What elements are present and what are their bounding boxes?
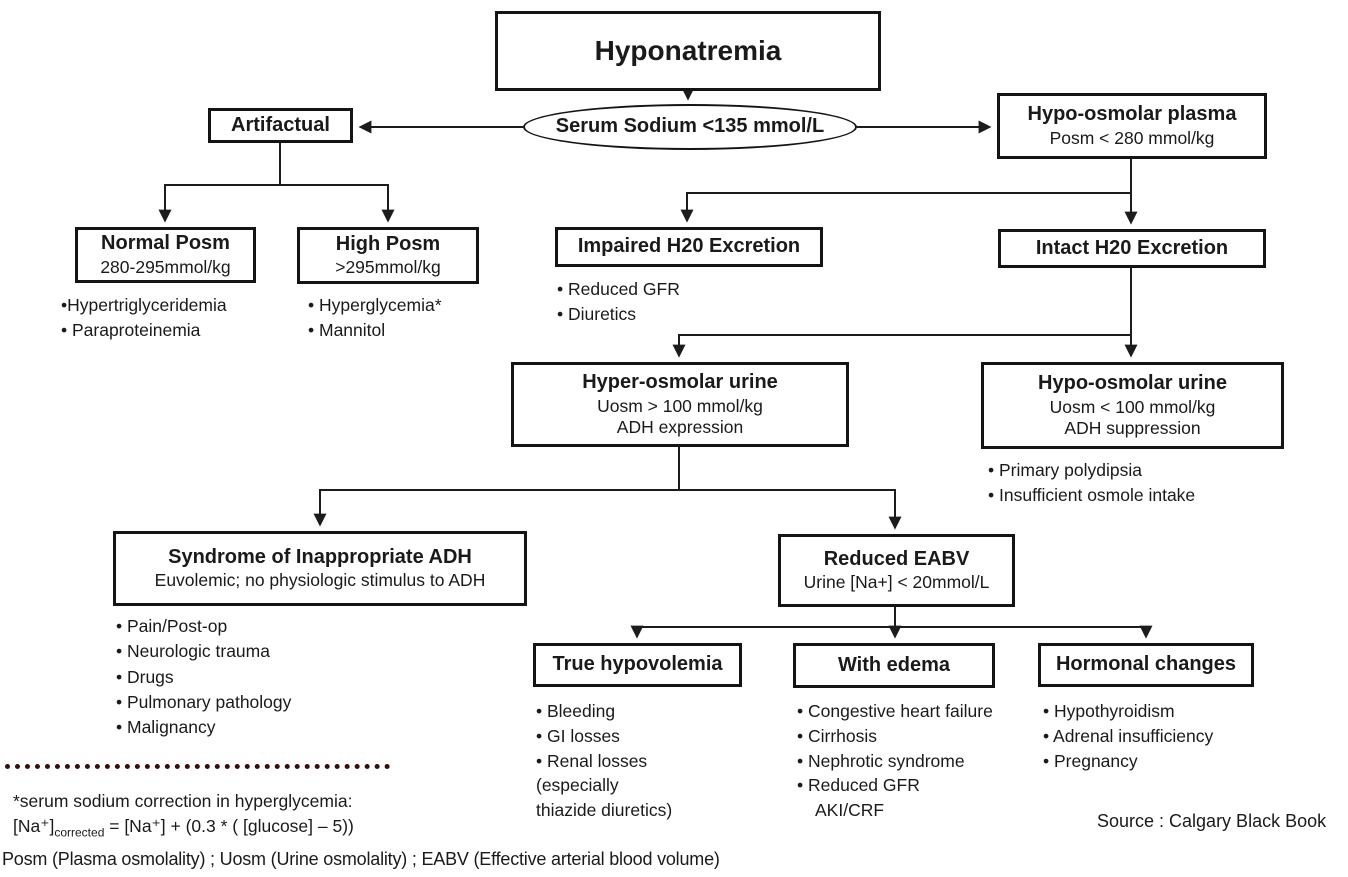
node-title: Intact H20 Excretion [1035,236,1229,259]
list-item: • Pregnancy [1043,750,1138,771]
node-title: Normal Posm [101,232,230,255]
node-siadh: Syndrome of Inappropriate ADH Euvolemic;… [113,531,527,606]
node-title: Impaired H20 Excretion [577,235,801,258]
dotted-divider [5,764,390,769]
decision-serum-sodium: Serum Sodium <135 mmol/L [523,104,857,150]
node-impaired-h2o-excretion: Impaired H20 Excretion [555,227,823,267]
node-subtitle: Uosm < 100 mmol/kg [1049,396,1216,417]
node-title: With edema [837,653,951,676]
formula-rest: = [Na⁺] + (0.3 * ( [glucose] – 5)) [104,816,354,836]
node-subtitle: ADH expression [616,417,744,438]
with-edema-causes-list: • Congestive heart failure • Cirrhosis •… [797,699,993,823]
node-title: Hyponatremia [594,35,782,67]
true-hypovolemia-causes-list: • Bleeding • GI losses • Renal losses (e… [536,699,672,823]
node-true-hypovolemia: True hypovolemia [533,643,742,687]
list-item: •Hypertriglyceridemia [61,295,227,315]
node-subtitle: Uosm > 100 mmol/kg [597,395,763,416]
footnote-line: *serum sodium correction in hyperglycemi… [13,791,353,811]
list-item: • Nephrotic syndrome [797,750,965,771]
node-subtitle: Urine [Na+] < 20mmol/L [803,572,990,593]
formula-base: [Na⁺] [13,816,55,836]
node-hypo-osmolar-urine: Hypo-osmolar urine Uosm < 100 mmol/kg AD… [981,362,1284,449]
list-item: • Mannitol [308,320,386,340]
list-item: • Reduced GFR [797,775,920,796]
node-title: Hypo-osmolar plasma [1027,103,1237,126]
list-item: • Cirrhosis [797,725,878,746]
node-subtitle: 280-295mmol/kg [100,256,231,277]
decision-label: Serum Sodium <135 mmol/L [555,115,825,138]
node-intact-h2o-excretion: Intact H20 Excretion [998,229,1266,268]
node-title: Hypo-osmolar urine [1038,372,1227,395]
list-item: thiazide diuretics) [536,800,673,821]
hormonal-changes-causes-list: • Hypothyroidism • Adrenal insufficiency… [1043,699,1213,773]
list-item: AKI/CRF [815,800,885,821]
list-item: • Primary polydipsia [988,460,1142,480]
list-item: • Adrenal insufficiency [1043,725,1214,746]
list-item: • Pain/Post-op [116,616,228,636]
node-hormonal-changes: Hormonal changes [1038,643,1254,687]
source-credit: Source : Calgary Black Book [1097,811,1327,831]
list-item: • Diuretics [557,303,637,324]
list-item: (especially [536,775,619,796]
node-title: Artifactual [231,113,330,136]
list-item: • Paraproteinemia [61,320,201,340]
node-hyper-osmolar-urine: Hyper-osmolar urine Uosm > 100 mmol/kg A… [511,362,849,447]
list-item: • Hypothyroidism [1043,701,1175,721]
list-item: • Reduced GFR [557,279,680,299]
normal-posm-causes-list: •Hypertriglyceridemia • Paraproteinemia [61,293,227,343]
formula-subscript: corrected [54,825,105,840]
node-title: True hypovolemia [552,653,723,676]
list-item: • Drugs [116,666,174,687]
list-item: • Congestive heart failure [797,701,993,721]
hypo-osmolar-urine-causes-list: • Primary polydipsia • Insufficient osmo… [988,458,1195,508]
node-hyponatremia: Hyponatremia [495,11,881,91]
node-reduced-eabv: Reduced EABV Urine [Na+] < 20mmol/L [778,534,1015,607]
node-subtitle: Posm < 280 mmol/kg [1049,127,1215,148]
list-item: • Renal losses [536,750,648,771]
high-posm-causes-list: • Hyperglycemia* • Mannitol [308,293,442,343]
node-title: Syndrome of Inappropriate ADH [168,545,472,568]
node-hypo-osmolar-plasma: Hypo-osmolar plasma Posm < 280 mmol/kg [997,93,1267,159]
impaired-h2o-causes-list: • Reduced GFR • Diuretics [557,277,680,326]
node-subtitle: Euvolemic; no physiologic stimulus to AD… [154,570,486,591]
node-normal-posm: Normal Posm 280-295mmol/kg [75,227,256,283]
node-subtitle: >295mmol/kg [335,257,441,278]
list-item: • GI losses [536,725,620,746]
node-artifactual: Artifactual [208,108,353,143]
node-title: Hormonal changes [1055,653,1237,676]
node-title: High Posm [335,232,441,255]
node-title: Reduced EABV [823,547,970,570]
list-item: • Malignancy [116,717,216,738]
node-high-posm: High Posm >295mmol/kg [297,227,479,284]
hyperglycemia-correction-footnote: *serum sodium correction in hyperglycemi… [13,789,354,846]
list-item: • Neurologic trauma [116,641,270,662]
siadh-causes-list: • Pain/Post-op • Neurologic trauma • Dru… [116,614,291,740]
abbreviation-legend: Posm (Plasma osmolality) ; Uosm (Urine o… [2,849,720,869]
list-item: • Hyperglycemia* [308,295,442,315]
node-with-edema: With edema [793,643,995,688]
correction-formula: [Na⁺]corrected = [Na⁺] + (0.3 * ( [gluco… [13,814,354,846]
list-item: • Pulmonary pathology [116,691,292,712]
list-item: • Insufficient osmole intake [988,485,1196,505]
node-title: Hyper-osmolar urine [582,371,778,394]
node-subtitle: ADH suppression [1064,418,1201,439]
list-item: • Bleeding [536,701,616,721]
